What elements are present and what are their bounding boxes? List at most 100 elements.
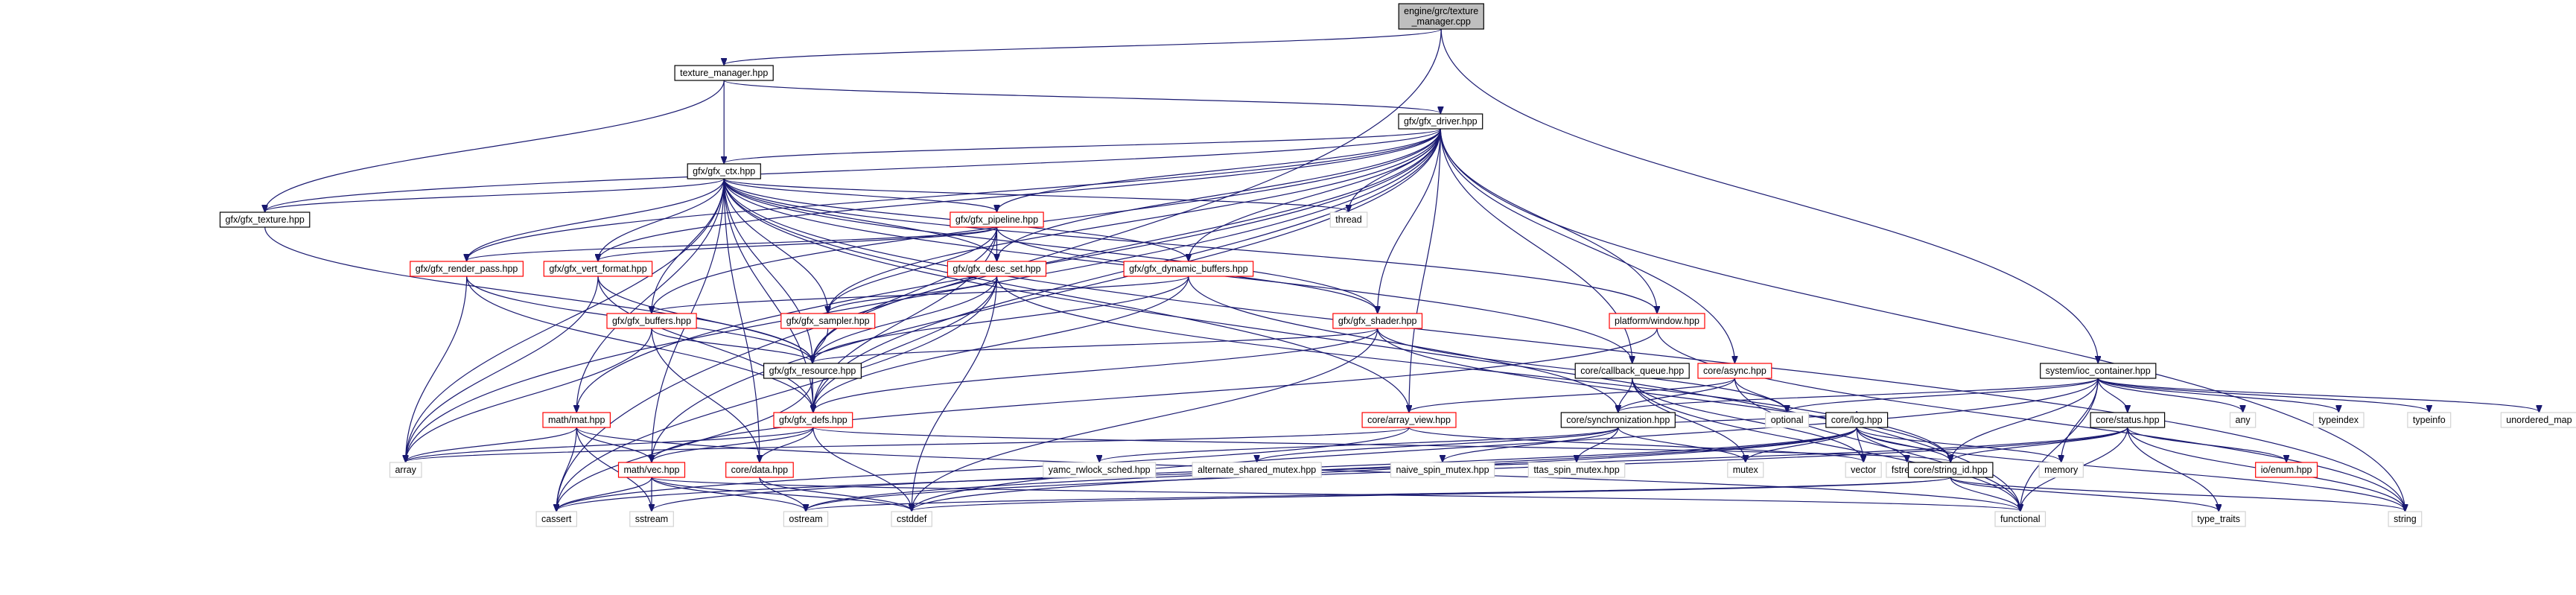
edge-ioc_container-to-optional xyxy=(1787,378,2099,412)
node-optional: optional xyxy=(1765,412,1810,428)
edge-texture_manager-to-gfx_texture xyxy=(265,80,725,211)
node-platform_window[interactable]: platform/window.hpp xyxy=(1609,313,1705,329)
node-label-gfx_vert_format: gfx/gfx_vert_format.hpp xyxy=(549,264,646,274)
edge-root-to-texture_manager xyxy=(724,28,1442,65)
edge-core_async-to-array_view xyxy=(1409,378,1735,412)
node-box-typeinfo xyxy=(2407,412,2452,428)
edge-math_mat-to-cassert xyxy=(556,427,577,511)
node-label-io_enum: io/enum.hpp xyxy=(2261,465,2312,475)
node-box-optional xyxy=(1765,412,1810,428)
node-sstream: sstream xyxy=(629,511,674,527)
node-box-gfx_shader xyxy=(1332,313,1423,329)
node-label-texture_manager: texture_manager.hpp xyxy=(680,68,768,78)
node-label-vector: vector xyxy=(1851,465,1876,475)
edge-ioc_container-to-any xyxy=(2097,378,2242,412)
node-gfx_vert_format[interactable]: gfx/gfx_vert_format.hpp xyxy=(543,261,653,277)
edge-gfx_ctx-to-gfx_pipeline xyxy=(723,178,996,211)
edge-gfx_ctx-to-gfx_texture xyxy=(265,178,725,211)
edge-gfx_dynamic_buffers-to-gfx_buffers xyxy=(652,276,1189,313)
node-core_async[interactable]: core/async.hpp xyxy=(1697,363,1772,379)
edge-core_async-to-synchronization xyxy=(1618,378,1735,412)
node-label-gfx_render_pass: gfx/gfx_render_pass.hpp xyxy=(416,264,518,274)
node-box-platform_window xyxy=(1609,313,1705,329)
node-cstddef: cstddef xyxy=(891,511,932,527)
node-synchronization[interactable]: core/synchronization.hpp xyxy=(1560,412,1676,428)
node-label-string_id: core/string_id.hpp xyxy=(1914,465,1988,475)
edge-gfx_driver-to-gfx_sampler xyxy=(828,128,1441,313)
node-label-gfx_driver: gfx/gfx_driver.hpp xyxy=(1404,116,1478,127)
node-box-unordered_map xyxy=(2500,412,2576,428)
node-core_status[interactable]: core/status.hpp xyxy=(2090,412,2166,428)
edge-core_log-to-ostream xyxy=(806,427,1857,511)
node-thread: thread xyxy=(1329,211,1368,228)
node-io_enum[interactable]: io/enum.hpp xyxy=(2255,462,2318,478)
edge-gfx_render_pass-to-array xyxy=(406,276,468,462)
node-box-gfx_vert_format xyxy=(543,261,653,277)
edge-gfx_driver-to-gfx_dynamic_buffers xyxy=(1189,128,1441,261)
node-label-alternate_shared_mutex: alternate_shared_mutex.hpp xyxy=(1198,465,1316,475)
node-alternate_shared_mutex: alternate_shared_mutex.hpp xyxy=(1192,462,1322,478)
node-gfx_driver[interactable]: gfx/gfx_driver.hpp xyxy=(1398,113,1483,130)
node-gfx_resource[interactable]: gfx/gfx_resource.hpp xyxy=(763,363,862,379)
node-box-any xyxy=(2229,412,2257,428)
edge-callback_queue-to-functional xyxy=(1632,378,2020,511)
edge-string_id-to-functional xyxy=(1950,477,2020,511)
node-box-memory xyxy=(2038,462,2084,478)
node-gfx_pipeline[interactable]: gfx/gfx_pipeline.hpp xyxy=(950,211,1044,228)
node-gfx_shader[interactable]: gfx/gfx_shader.hpp xyxy=(1332,313,1423,329)
node-box-ostream xyxy=(783,511,829,527)
node-label-ttas_spin_mutex: ttas_spin_mutex.hpp xyxy=(1533,465,1619,475)
node-box-gfx_desc_set xyxy=(947,261,1047,277)
node-box-gfx_driver xyxy=(1398,113,1483,130)
edge-string_id-to-cstddef xyxy=(912,477,1951,511)
node-label-gfx_shader: gfx/gfx_shader.hpp xyxy=(1338,316,1417,326)
node-core_log[interactable]: core/log.hpp xyxy=(1825,412,1889,428)
edge-gfx_driver-to-callback_queue xyxy=(1440,128,1632,363)
edge-gfx_desc_set-to-gfx_defs xyxy=(813,276,998,412)
edge-gfx_vert_format-to-gfx_defs xyxy=(597,276,813,412)
edge-gfx_defs-to-math_vec xyxy=(652,427,814,462)
node-gfx_render_pass[interactable]: gfx/gfx_render_pass.hpp xyxy=(410,261,524,277)
node-core_data[interactable]: core/data.hpp xyxy=(725,462,794,478)
node-gfx_sampler[interactable]: gfx/gfx_sampler.hpp xyxy=(780,313,876,329)
edge-root-to-ioc_container xyxy=(1440,28,2098,363)
node-math_mat[interactable]: math/mat.hpp xyxy=(542,412,611,428)
node-box-naive_spin_mutex xyxy=(1390,462,1495,478)
node-box-thread xyxy=(1329,211,1368,228)
node-label-core_data: core/data.hpp xyxy=(731,465,788,475)
edge-core_status-to-string_id xyxy=(1950,427,2128,462)
node-memory: memory xyxy=(2038,462,2084,478)
node-gfx_desc_set[interactable]: gfx/gfx_desc_set.hpp xyxy=(947,261,1047,277)
edge-gfx_ctx-to-core_data xyxy=(723,178,760,462)
edge-gfx_driver-to-gfx_desc_set xyxy=(997,128,1441,261)
edge-string_id-to-string xyxy=(1950,477,2405,511)
node-label-array: array xyxy=(395,465,416,475)
edge-gfx_driver-to-array_view xyxy=(1409,128,1441,412)
node-gfx_buffers[interactable]: gfx/gfx_buffers.hpp xyxy=(606,313,697,329)
node-box-array_view xyxy=(1361,412,1457,428)
node-box-ioc_container xyxy=(2040,363,2157,379)
node-box-math_mat xyxy=(542,412,611,428)
node-yamc: yamc_rwlock_sched.hpp xyxy=(1043,462,1157,478)
node-label-naive_spin_mutex: naive_spin_mutex.hpp xyxy=(1396,465,1489,475)
node-math_vec[interactable]: math/vec.hpp xyxy=(617,462,686,478)
node-gfx_defs[interactable]: gfx/gfx_defs.hpp xyxy=(773,412,853,428)
node-label-ioc_container: system/ioc_container.hpp xyxy=(2046,366,2151,376)
node-box-gfx_pipeline xyxy=(950,211,1044,228)
node-array_view[interactable]: core/array_view.hpp xyxy=(1361,412,1457,428)
node-callback_queue[interactable]: core/callback_queue.hpp xyxy=(1574,363,1690,379)
node-gfx_ctx[interactable]: gfx/gfx_ctx.hpp xyxy=(687,163,761,179)
node-label-math_mat: math/mat.hpp xyxy=(548,415,605,425)
node-ioc_container[interactable]: system/ioc_container.hpp xyxy=(2040,363,2157,379)
node-gfx_dynamic_buffers[interactable]: gfx/gfx_dynamic_buffers.hpp xyxy=(1123,261,1254,277)
node-gfx_texture[interactable]: gfx/gfx_texture.hpp xyxy=(219,211,311,228)
edge-gfx_desc_set-to-gfx_resource xyxy=(812,276,998,363)
edge-ioc_container-to-typeindex xyxy=(2097,378,2338,412)
node-texture_manager[interactable]: texture_manager.hpp xyxy=(674,65,774,81)
node-label-sstream: sstream xyxy=(635,514,668,524)
node-root[interactable]: engine/grc/texture_manager.cpp xyxy=(1398,3,1484,30)
edge-core_status-to-io_enum xyxy=(2127,427,2286,462)
node-string_id[interactable]: core/string_id.hpp xyxy=(1907,462,1994,478)
node-vector: vector xyxy=(1845,462,1882,478)
edge-core_log-to-cstddef xyxy=(912,427,1857,511)
